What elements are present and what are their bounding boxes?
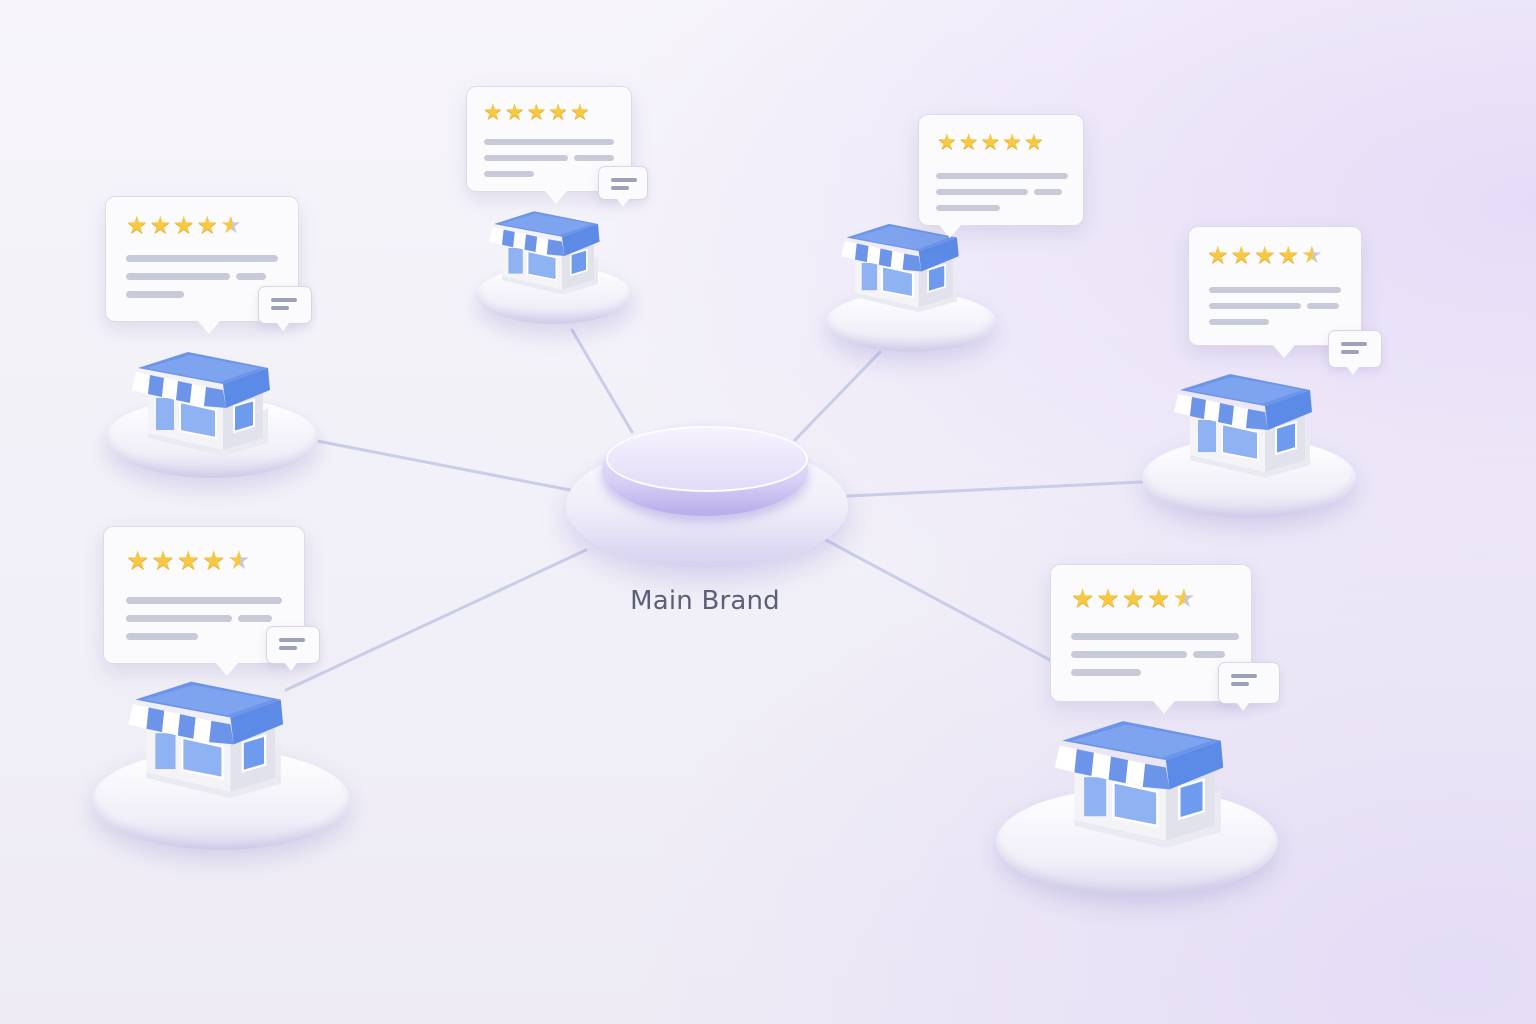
star-icon: ★ xyxy=(1146,584,1171,614)
text-placeholder xyxy=(126,615,232,622)
star-icon: ★ xyxy=(151,546,175,576)
connector-bottom-right xyxy=(824,538,1052,662)
text-placeholder xyxy=(1307,303,1339,309)
bubble-tail xyxy=(545,191,567,204)
hub-face xyxy=(606,426,808,492)
star-icon: ★ xyxy=(1207,241,1229,269)
text-placeholder xyxy=(936,173,1068,179)
star-icon: ★ xyxy=(149,211,172,239)
star-icon: ★ xyxy=(1254,241,1276,269)
text-placeholder xyxy=(1071,669,1141,676)
text-placeholder xyxy=(238,615,272,622)
bubble-tail xyxy=(1153,701,1175,714)
star-icon: ★ xyxy=(1002,130,1022,155)
text-placeholder xyxy=(236,273,266,280)
storefront-icon xyxy=(486,200,606,299)
text-placeholder xyxy=(936,189,1028,195)
star-rating: ★ ★ ★ ★ ★ xyxy=(483,101,590,125)
star-rating: ★ ★ ★ ★ ★ xyxy=(126,546,251,576)
chat-bubble-icon[interactable] xyxy=(1328,330,1382,375)
star-icon: ★ xyxy=(1121,584,1145,614)
text-placeholder xyxy=(1071,651,1187,658)
storefront-icon xyxy=(128,338,278,462)
star-icon: ★ xyxy=(1096,584,1120,614)
text-placeholder xyxy=(1209,287,1341,293)
text-placeholder xyxy=(936,205,1000,211)
star-icon: ★ xyxy=(526,100,547,125)
chat-bubble-icon[interactable] xyxy=(598,166,648,207)
chat-bubble-icon[interactable] xyxy=(1218,662,1280,711)
text-placeholder xyxy=(1193,651,1225,658)
storefront-icon xyxy=(838,212,966,317)
text-placeholder xyxy=(574,155,614,161)
star-icon: ★ xyxy=(980,130,1001,155)
connector-top-right xyxy=(793,350,882,442)
star-icon: ★ xyxy=(548,100,568,125)
review-bubble[interactable]: ★ ★ ★ ★ ★ xyxy=(1050,564,1252,714)
star-icon: ★ xyxy=(504,100,525,125)
star-rating: ★ ★ ★ ★ ★ xyxy=(1071,584,1196,614)
star-icon: ★ xyxy=(126,546,150,576)
bubble-tail xyxy=(216,663,238,676)
text-placeholder xyxy=(484,155,568,161)
star-icon: ★ xyxy=(201,546,226,576)
review-bubble[interactable]: ★ ★ ★ ★ ★ xyxy=(1188,226,1362,358)
connector-bottom-left xyxy=(284,548,588,692)
storefront-icon xyxy=(1170,360,1320,484)
text-placeholder xyxy=(1071,633,1239,640)
star-icon: ★ xyxy=(173,211,195,239)
star-icon: ★ xyxy=(1071,584,1095,614)
review-bubble[interactable]: ★ ★ ★ ★ ★ xyxy=(918,114,1084,238)
text-placeholder xyxy=(484,171,534,177)
star-icon: ★ xyxy=(937,130,957,155)
star-icon: ★ xyxy=(176,546,200,576)
half-star-icon: ★ xyxy=(1172,584,1196,614)
star-icon: ★ xyxy=(1023,130,1044,155)
half-star-icon: ★ xyxy=(220,211,242,239)
text-placeholder xyxy=(126,273,230,280)
text-placeholder xyxy=(126,291,184,298)
bubble-tail xyxy=(939,225,961,238)
text-placeholder xyxy=(1209,303,1301,309)
text-placeholder xyxy=(126,597,282,604)
star-icon: ★ xyxy=(483,100,503,125)
star-icon: ★ xyxy=(958,130,979,155)
star-icon: ★ xyxy=(569,100,590,125)
text-placeholder xyxy=(484,139,614,145)
storefront-icon xyxy=(1050,704,1233,855)
text-placeholder xyxy=(126,255,278,262)
chat-bubble-icon[interactable] xyxy=(258,286,312,331)
text-placeholder xyxy=(1209,319,1269,325)
connector-top-left xyxy=(310,438,572,492)
text-placeholder xyxy=(1034,189,1062,195)
connector-right xyxy=(846,480,1144,498)
connector-top-center xyxy=(570,328,634,434)
star-icon: ★ xyxy=(1230,241,1253,269)
half-star-icon: ★ xyxy=(227,546,251,576)
bubble-tail xyxy=(1273,345,1295,358)
hub-label: Main Brand xyxy=(630,586,780,616)
star-rating: ★ ★ ★ ★ ★ xyxy=(126,213,242,237)
bubble-tail xyxy=(198,321,220,334)
storefront-icon xyxy=(124,666,292,805)
star-icon: ★ xyxy=(126,211,148,239)
star-icon: ★ xyxy=(1277,241,1300,269)
half-star-icon: ★ xyxy=(1301,241,1323,269)
star-rating: ★ ★ ★ ★ ★ xyxy=(937,131,1044,155)
chat-bubble-icon[interactable] xyxy=(266,626,320,671)
star-rating: ★ ★ ★ ★ ★ xyxy=(1207,243,1323,267)
star-icon: ★ xyxy=(196,211,219,239)
text-placeholder xyxy=(126,633,198,640)
